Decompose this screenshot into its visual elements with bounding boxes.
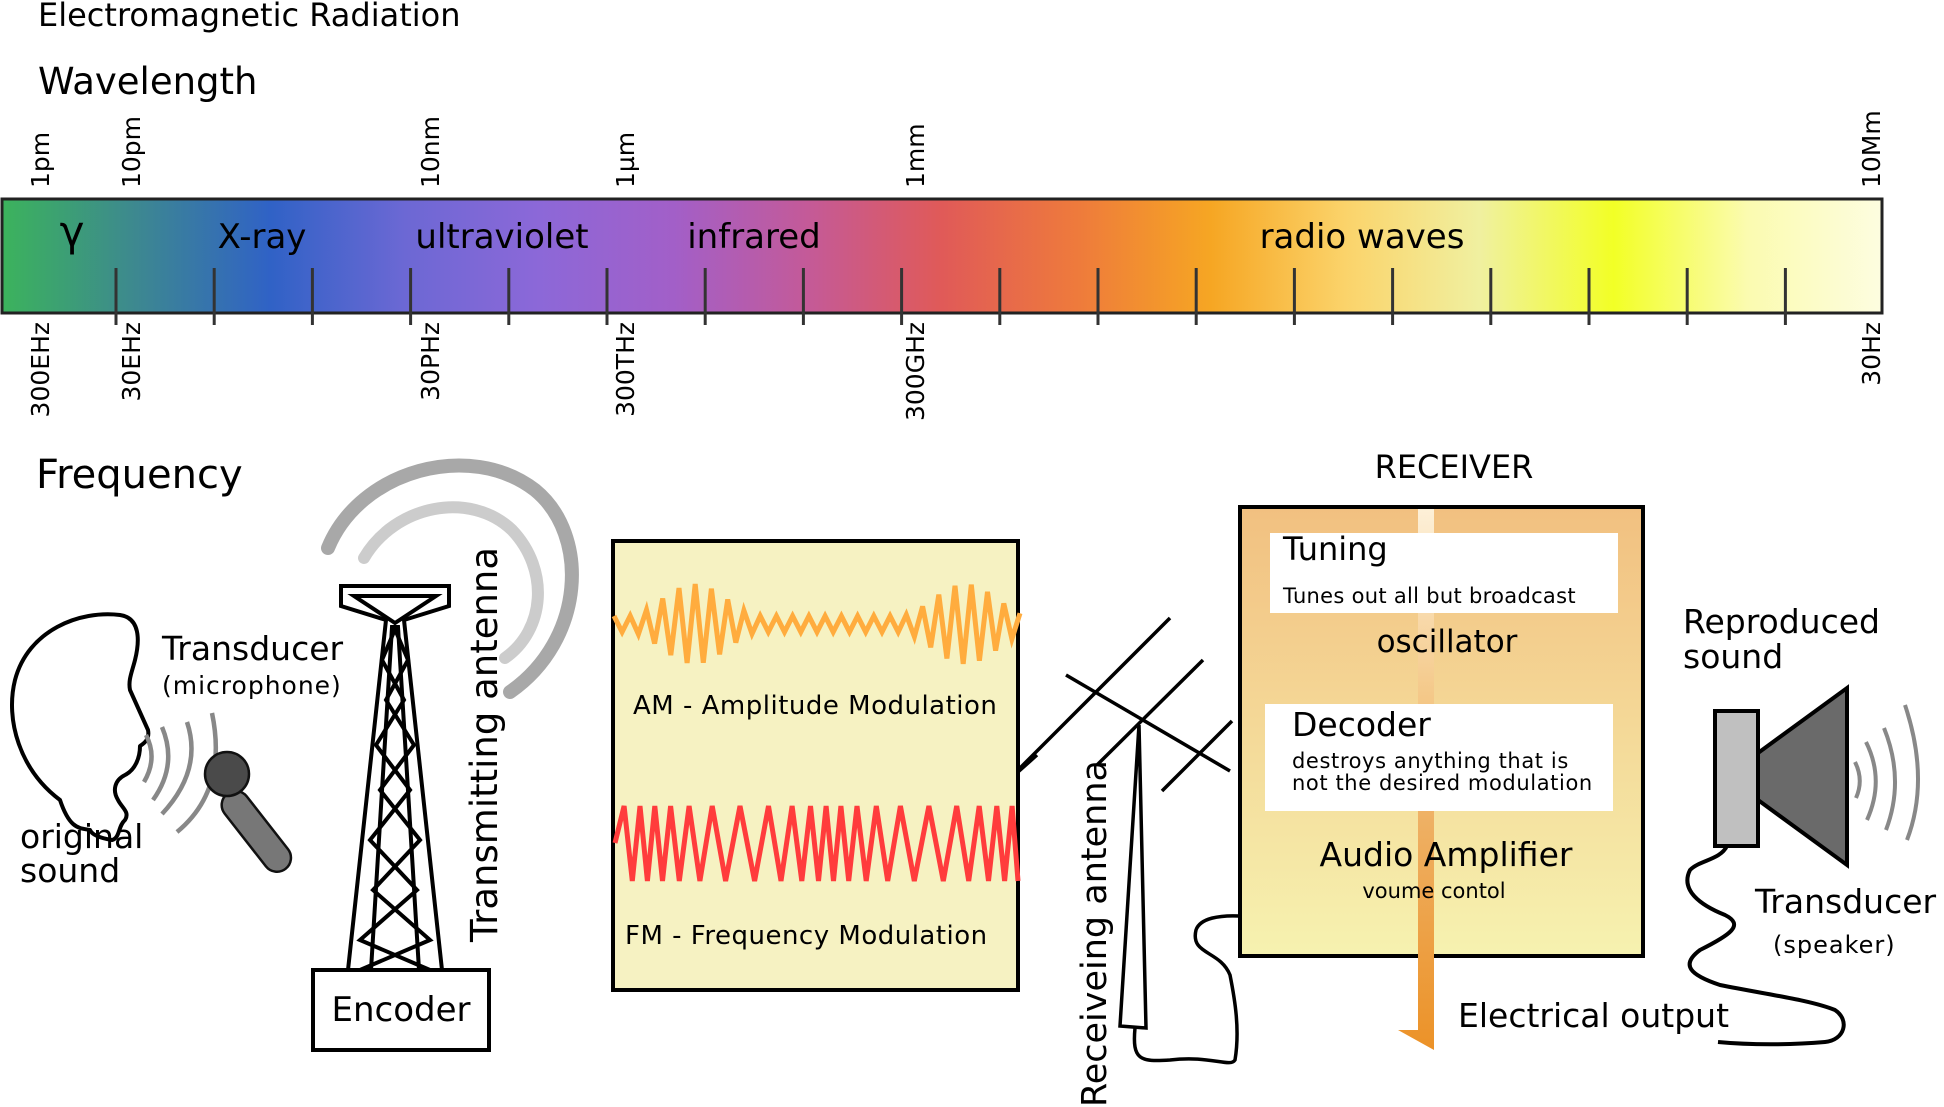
broadcast-waves-icon [321,458,579,699]
receiving-antenna-label: Receiveing antenna [1075,760,1115,1107]
band-label: γ [60,207,85,256]
decoder-description-line1: destroys anything that is [1292,749,1569,773]
frequency-tick-label: 30Hz [1857,322,1886,386]
spectrum-bar: γ X-ray ultraviolet infrared radio waves 1pm… [0,110,1886,421]
decoder-stage: Decoder destroys anything that is not th… [1265,704,1613,811]
tuning-description: Tunes out all but broadcast [1282,584,1576,608]
decoder-title: Decoder [1292,705,1431,744]
frequency-label: Frequency [36,452,243,498]
wavelength-tick-label: 1µm [611,132,640,188]
band-label: X-ray [218,217,307,257]
speaker-sound-waves-icon [1853,704,1920,841]
tuning-stage: Tuning Tunes out all but broadcast [1270,530,1618,613]
decoder-description-line2: not the desired modulation [1292,771,1593,795]
signal-flow-arrow [1398,509,1434,1050]
diagram-title: Electromagnetic Radiation [38,0,460,34]
wavelength-tick-label: 10pm [117,116,146,188]
frequency-tick-labels: 300EHz 30EHz 30PHz 300THz 300GHz 30Hz [26,322,1886,421]
wavelength-tick-label: 1mm [901,123,930,188]
wavelength-tick-label: 10Mm [1857,110,1886,188]
audio-amplifier-title: Audio Amplifier [1320,835,1573,874]
oscillator-label: oscillator [1377,624,1518,660]
speaker-cable [1685,844,1846,1047]
speaker-transducer-label: Transducer [1754,882,1937,921]
volume-control-label: voume contol [1362,879,1505,903]
am-label: AM - Amplitude Modulation [633,691,997,721]
spectrum-tick-marks [114,268,1787,325]
reproduced-sound-label-line2: sound [1683,637,1783,676]
reproduced-sound-label-line1: Reproduced [1683,602,1880,641]
band-label: ultraviolet [415,217,588,257]
transmitting-tower-icon [339,584,451,972]
microphone-icon [203,750,293,874]
frequency-tick-label: 300GHz [901,322,930,421]
frequency-tick-label: 30PHz [416,322,445,401]
receiver-box: Tuning Tunes out all but broadcast oscil… [1238,505,1645,1050]
head-icon [10,612,151,842]
receiver-title: RECEIVER [1375,448,1534,486]
original-sound-label-line2: sound [20,851,120,890]
modulation-panel: AM - Amplitude Modulation FM - Frequency… [611,539,1023,992]
am-waveform [611,583,1023,665]
electrical-output-label: Electrical output [1458,996,1729,1035]
wavelength-label: Wavelength [38,60,258,103]
frequency-tick-label: 300THz [611,322,640,417]
band-label: radio waves [1260,217,1465,257]
encoder-label: Encoder [331,990,470,1030]
speaker-sublabel: (speaker) [1773,931,1896,959]
fm-label: FM - Frequency Modulation [625,921,988,951]
wavelength-tick-label: 1pm [26,132,55,188]
band-label: infrared [687,217,821,257]
speaker-icon [1713,684,1849,869]
transmitting-antenna-label: Transmitting antenna [463,547,506,943]
mic-transducer-label: Transducer [161,629,344,668]
mic-sublabel: (microphone) [162,671,342,700]
encoder-box: Encoder [311,968,491,1052]
tuning-title: Tuning [1282,530,1388,568]
frequency-tick-label: 30EHz [117,322,146,402]
original-sound-label-line1: original [20,817,143,856]
receiving-antenna-icon [1016,616,1241,1065]
wavelength-tick-labels: 1pm 10pm 10nm 1µm 1mm 10Mm [26,110,1886,188]
spectrum-gradient [0,197,1884,315]
spectrum-band-labels: γ X-ray ultraviolet infrared radio waves [60,207,1465,257]
wavelength-tick-label: 10nm [416,116,445,188]
fm-waveform [612,805,1021,882]
frequency-tick-label: 300EHz [26,322,55,417]
